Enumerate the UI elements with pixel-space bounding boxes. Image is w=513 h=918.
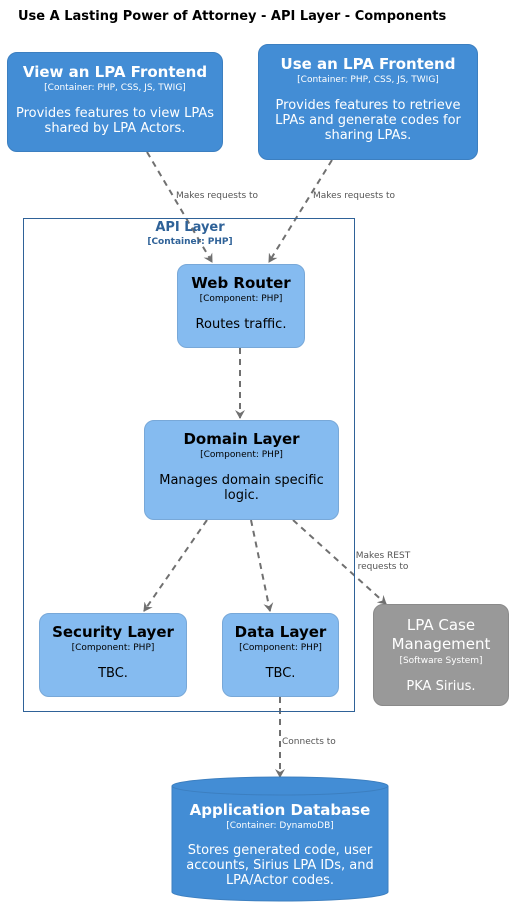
edge-domain-to-security xyxy=(143,519,208,612)
edge-use-to-router xyxy=(268,159,333,263)
node-description: PKA Sirius. xyxy=(406,679,476,694)
edge-domain-to-data xyxy=(250,519,274,612)
node-description: Provides features to view LPAs shared by… xyxy=(15,106,215,136)
node-description: Manages domain specific logic. xyxy=(159,473,324,503)
node-tech: [Component: PHP] xyxy=(239,643,322,653)
node-name: Security Layer xyxy=(52,623,174,641)
edge-label-view-to-router: Makes requests to xyxy=(176,191,259,201)
node-tech: [Component: PHP] xyxy=(200,450,283,460)
node-name: Application Database xyxy=(189,801,371,819)
use-lpa-frontend-node[interactable]: Use an LPA Frontend [Container: PHP, CSS… xyxy=(258,44,478,160)
boundary-name: API Layer xyxy=(155,220,225,235)
node-description: Routes traffic. xyxy=(195,317,287,332)
diagram-title: Use A Lasting Power of Attorney - API La… xyxy=(18,9,447,24)
node-name: View an LPA Frontend xyxy=(22,63,208,81)
security-layer-node[interactable]: Security Layer [Component: PHP] TBC. xyxy=(39,613,187,697)
database-cylinder-icon xyxy=(171,776,389,902)
api-layer-boundary: API Layer [Container: PHP] xyxy=(23,218,355,712)
node-description: TBC. xyxy=(98,666,128,681)
node-tech: [Software System] xyxy=(399,656,483,666)
node-tech: [Component: PHP] xyxy=(71,643,155,653)
web-router-node[interactable]: Web Router [Component: PHP] Routes traff… xyxy=(177,264,305,348)
application-database-node[interactable]: Application Database [Container: DynamoD… xyxy=(170,776,390,904)
node-tech: [Component: PHP] xyxy=(199,294,283,304)
node-tech: [Container: DynamoDB] xyxy=(226,821,334,831)
node-tech: [Container: PHP, CSS, JS, TWIG] xyxy=(44,83,186,93)
node-description: Stores generated code, user accounts, Si… xyxy=(186,843,374,888)
edge-label-data-to-db: Connects to xyxy=(282,737,336,747)
node-name: Domain Layer xyxy=(183,430,300,448)
node-description: TBC. xyxy=(265,666,296,681)
node-description: Provides features to retrieve LPAs and g… xyxy=(275,98,461,143)
edge-label-domain-to-case: Makes REST requests to xyxy=(355,551,411,572)
node-name: Data Layer xyxy=(234,623,327,641)
edge-domain-to-case xyxy=(292,519,387,605)
node-name: LPA Case Management xyxy=(391,616,491,653)
edge-label-use-to-router: Makes requests to xyxy=(313,191,396,201)
node-tech: [Container: PHP, CSS, JS, TWIG] xyxy=(297,75,439,85)
data-layer-node[interactable]: Data Layer [Component: PHP] TBC. xyxy=(222,613,339,697)
node-name: Web Router xyxy=(191,274,291,292)
domain-layer-node[interactable]: Domain Layer [Component: PHP] Manages do… xyxy=(144,420,339,520)
node-name: Use an LPA Frontend xyxy=(280,55,456,73)
lpa-case-management-node[interactable]: LPA Case Management [Software System] PK… xyxy=(373,604,509,706)
view-lpa-frontend-node[interactable]: View an LPA Frontend [Container: PHP, CS… xyxy=(7,52,223,152)
boundary-tech: [Container: PHP] xyxy=(147,237,233,247)
